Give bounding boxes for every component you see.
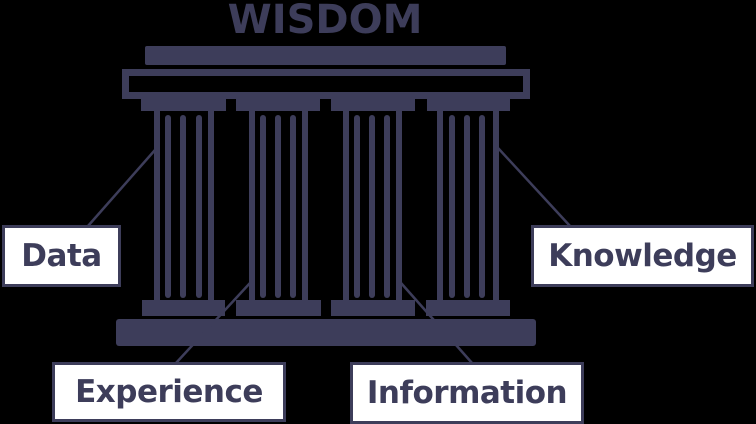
pillar-2 [236, 97, 321, 316]
label-information-text: Information [366, 375, 568, 411]
connector-experience [175, 282, 251, 364]
connector-data [87, 149, 156, 227]
label-experience: Experience [52, 362, 286, 422]
label-knowledge: Knowledge [531, 225, 754, 287]
label-knowledge-text: Knowledge [548, 238, 737, 274]
pillar-3 [331, 97, 415, 316]
entablature [122, 69, 530, 99]
label-data-text: Data [21, 238, 102, 274]
pillar-1 [141, 97, 226, 316]
pillar-4 [426, 97, 510, 316]
connector-knowledge [497, 147, 571, 227]
plinth [116, 319, 536, 346]
roof-bar [145, 46, 506, 65]
connector-information [400, 282, 473, 364]
diagram-title: WISDOM [227, 0, 423, 43]
label-experience-text: Experience [75, 374, 263, 410]
label-data: Data [2, 225, 121, 287]
label-information: Information [350, 362, 584, 424]
